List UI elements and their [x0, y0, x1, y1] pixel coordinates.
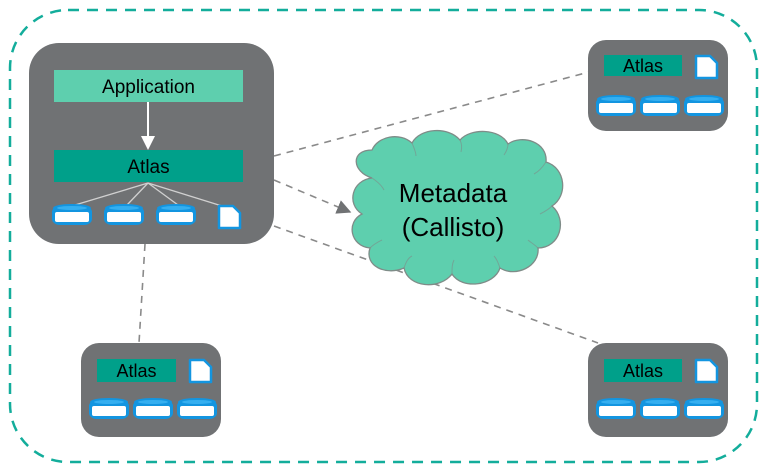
- peer-node-top-right: Atlas: [588, 40, 728, 131]
- document-icon: [217, 204, 242, 230]
- link-main-to-bottom-left: [138, 243, 146, 344]
- atlas-box: [97, 359, 176, 382]
- atlas-box: [54, 150, 243, 182]
- cloud-shape: [351, 129, 564, 286]
- arrow-head-icon: [141, 136, 155, 150]
- disk-icon: [684, 398, 724, 419]
- disk-icon: [89, 398, 129, 419]
- disk-icon: [52, 204, 92, 225]
- disk-icon: [104, 204, 144, 225]
- atlas-label: Atlas: [127, 157, 169, 178]
- document-icon: [188, 358, 213, 384]
- peer-node-box: [588, 40, 728, 131]
- atlas-fanout-lines: [74, 182, 223, 207]
- document-icon: [694, 358, 719, 384]
- disk-icon: [684, 95, 724, 116]
- peer-node-bottom-right: Atlas: [588, 343, 728, 437]
- application-label: Application: [102, 77, 195, 98]
- disk-icon: [177, 398, 217, 419]
- peer-node-bottom-left: Atlas: [81, 343, 221, 437]
- disk-icon: [596, 398, 636, 419]
- callisto-label: (Callisto): [402, 212, 505, 242]
- disk-icon: [156, 204, 196, 225]
- atlas-label: Atlas: [623, 56, 663, 76]
- atlas-label: Atlas: [116, 361, 156, 381]
- atlas-label: Atlas: [623, 361, 663, 381]
- disk-icon: [133, 398, 173, 419]
- disk-icon: [596, 95, 636, 116]
- atlas-box: [604, 359, 682, 382]
- peer-node-box: [81, 343, 221, 437]
- main-node: Application Atlas: [29, 43, 274, 244]
- link-main-to-bottom-right: [273, 225, 599, 344]
- metadata-cloud: Metadata (Callisto): [351, 129, 564, 286]
- link-main-to-metadata: [273, 179, 352, 214]
- cluster-boundary: [8, 8, 759, 464]
- document-icon: [694, 54, 719, 80]
- application-box: [54, 70, 243, 102]
- links: [138, 71, 599, 344]
- atlas-box: [604, 55, 682, 76]
- peer-node-box: [588, 343, 728, 437]
- link-main-to-top-right: [273, 71, 590, 157]
- metadata-label: Metadata: [399, 178, 508, 208]
- disk-icon: [640, 398, 680, 419]
- disk-icon: [640, 95, 680, 116]
